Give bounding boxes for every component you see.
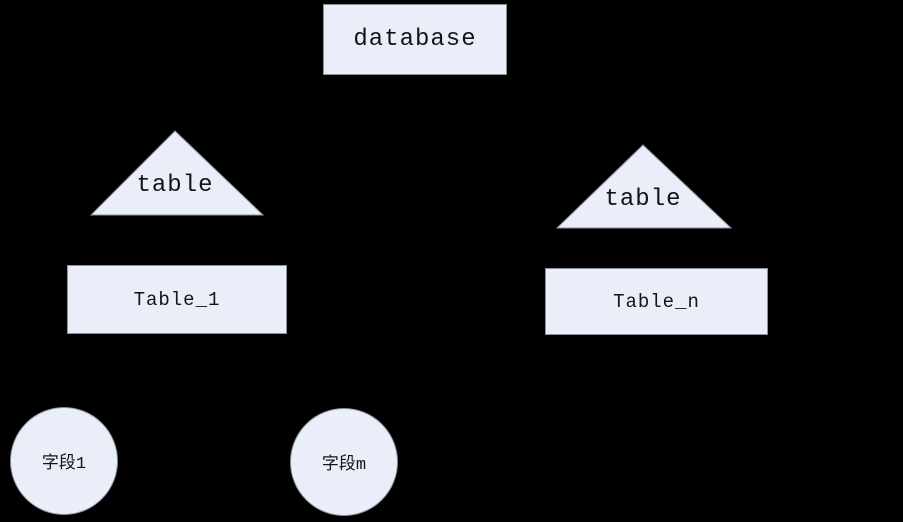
- table-triangle-left-label: table: [136, 172, 214, 199]
- field-1-node: 字段1: [10, 407, 118, 515]
- database-node: database: [323, 4, 507, 75]
- field-m-node-label: 字段m: [321, 456, 367, 475]
- triangle-shape: [555, 144, 733, 229]
- field-m-node: 字段m: [290, 408, 398, 516]
- table-triangle-right: [555, 144, 733, 229]
- table-triangle-right-label: table: [604, 186, 682, 213]
- table-1-node-label: Table_1: [133, 288, 221, 311]
- database-node-label: database: [353, 26, 477, 53]
- table-triangle-left: [89, 130, 265, 216]
- triangle-shape: [89, 130, 265, 216]
- table-n-node-label: Table_n: [613, 290, 700, 313]
- table-1-node: Table_1: [67, 265, 287, 334]
- field-1-node-label: 字段1: [41, 455, 87, 474]
- table-n-node: Table_n: [545, 268, 768, 335]
